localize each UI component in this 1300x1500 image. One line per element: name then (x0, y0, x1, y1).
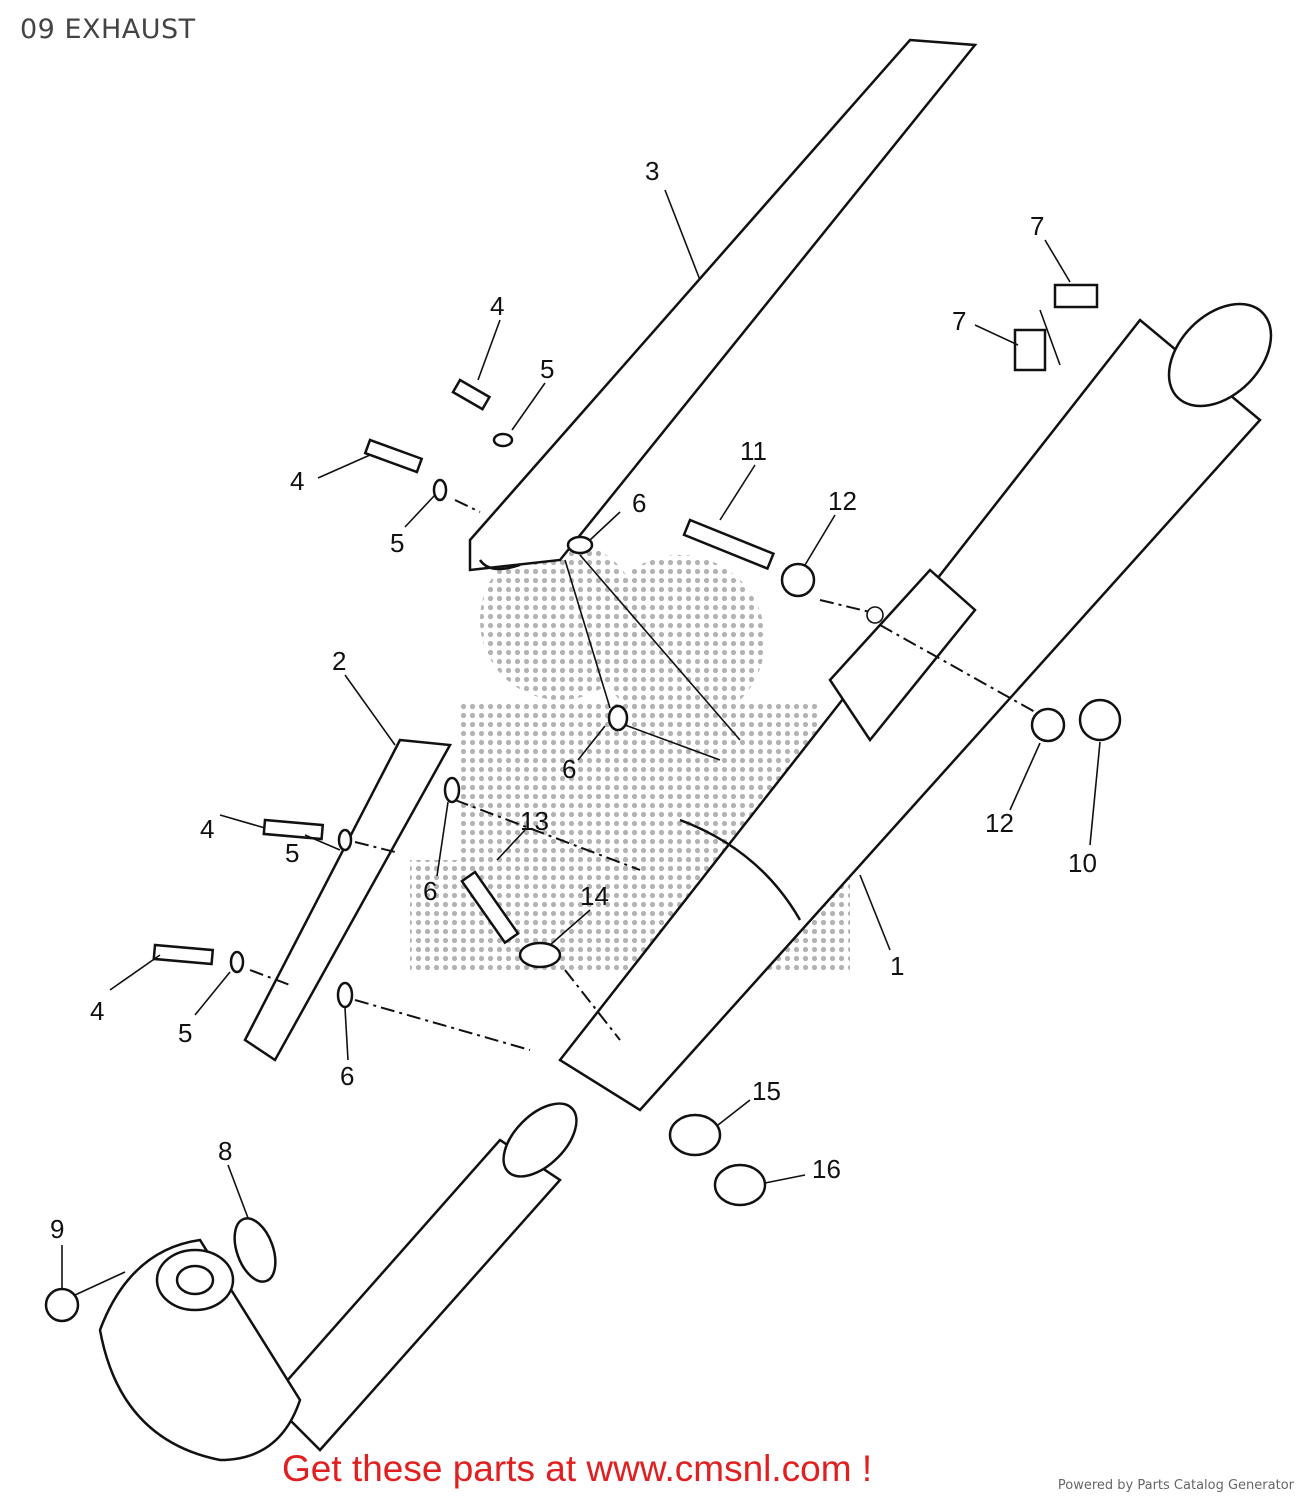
callout-6-left: 6 (423, 876, 437, 906)
callout-2: 2 (332, 646, 346, 676)
muffler-part-1 (268, 302, 1273, 1452)
callout-4-top: 4 (490, 291, 504, 321)
callout-13: 13 (520, 806, 549, 836)
callout-16: 16 (812, 1154, 841, 1184)
callout-4-mid: 4 (200, 814, 214, 844)
exhaust-flange (98, 1238, 302, 1462)
callout-labels: 3 4 5 4 5 6 11 12 7 7 2 4 5 6 6 13 14 4 … (50, 156, 1097, 1244)
callout-4-bottom: 4 (90, 996, 104, 1026)
fasteners (44, 283, 1122, 1323)
callout-5-top: 5 (540, 354, 554, 384)
callout-7-top: 7 (1030, 211, 1044, 241)
get-parts-link[interactable]: Get these parts at www.cmsnl.com ! (282, 1448, 873, 1489)
callout-6-top: 6 (632, 488, 646, 518)
callout-6-mid: 6 (562, 754, 576, 784)
callout-9: 9 (50, 1214, 64, 1244)
callout-12-top: 12 (828, 486, 857, 516)
callout-5-bottom: 5 (178, 1018, 192, 1048)
callout-10: 10 (1068, 848, 1097, 878)
callout-leaders (61, 189, 1101, 1296)
callout-14: 14 (580, 881, 609, 911)
callout-4-upper: 4 (290, 466, 304, 496)
powered-by-text: Powered by Parts Catalog Generator (1057, 1478, 1294, 1493)
assembly-lines (249, 309, 1061, 1051)
heat-shield-part-3 (468, 38, 978, 572)
bracket (828, 568, 977, 743)
callout-1: 1 (890, 951, 904, 981)
heat-shield-part-2 (243, 738, 453, 1062)
callout-5-mid: 5 (285, 838, 299, 868)
callout-8: 8 (218, 1136, 232, 1166)
callout-7-mid: 7 (952, 306, 966, 336)
callout-5-upper: 5 (390, 528, 404, 558)
callout-12-bottom: 12 (985, 808, 1014, 838)
callout-6-bottom: 6 (340, 1061, 354, 1091)
page-title: 09 EXHAUST (20, 14, 196, 45)
callout-3: 3 (645, 156, 659, 186)
callout-11: 11 (740, 436, 767, 466)
callout-15: 15 (752, 1076, 781, 1106)
